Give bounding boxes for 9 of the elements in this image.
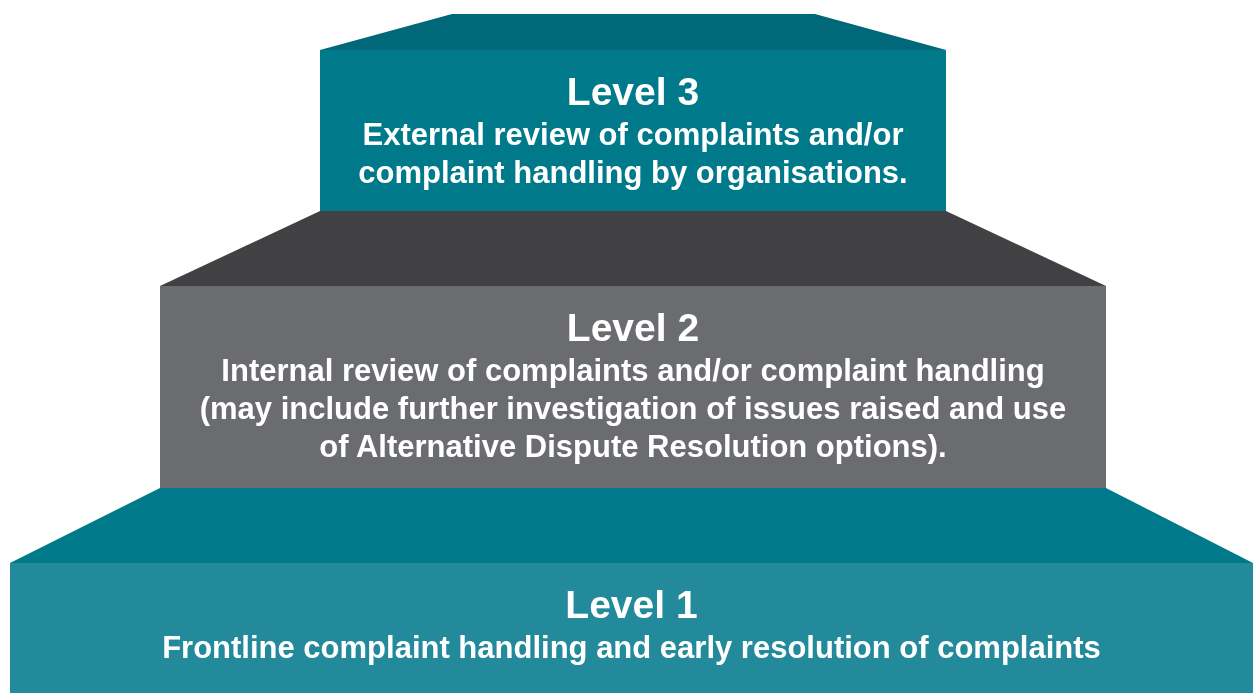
level-heading: Level 1 xyxy=(565,585,698,625)
step-box xyxy=(10,563,1253,693)
level-description: External review of complaints and/or complaint handling by organisations. xyxy=(357,116,909,192)
level-description: Frontline complaint handling and early resolution of complaints xyxy=(162,629,1101,667)
level-heading: Level 3 xyxy=(566,72,700,112)
level-heading: Level 2 xyxy=(566,308,700,348)
step-box xyxy=(160,286,1106,488)
step-box xyxy=(320,50,946,211)
level-description: Internal review of complaints and/or complaint handling (may include further investigation of issues raised and use of Alternative Dispute Resolution options). xyxy=(198,352,1068,466)
